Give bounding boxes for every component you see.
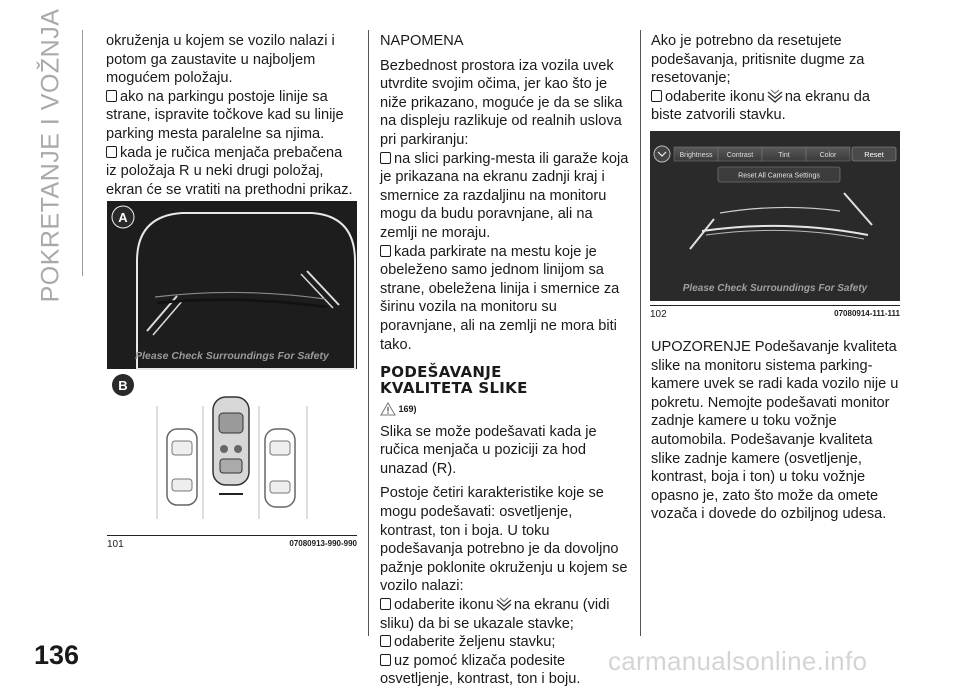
menu-tint: Tint	[778, 152, 789, 159]
paragraph: okruženja u kojem se vozilo nalazi i pot…	[106, 33, 335, 87]
checkbox-bullet-icon	[651, 89, 662, 102]
page-number: 136	[34, 640, 80, 670]
paragraph: Bezbednost prostora iza vozila uvek utvr…	[380, 57, 623, 148]
checkbox-bullet-icon	[106, 89, 117, 102]
list-item: odaberite željenu stavku;	[380, 633, 632, 652]
list-item: ako na parkingu postoje linije sa strane…	[106, 88, 344, 142]
settings-chevron-icon	[496, 597, 512, 611]
paragraph: Postoje četiri karakteristike koje se mo…	[380, 485, 628, 595]
column-3: Ako je potrebno da resetujete podešavanj…	[651, 32, 901, 125]
warning-reference: 169)	[380, 400, 632, 419]
figure-label-a: A	[118, 210, 128, 225]
side-divider	[82, 30, 83, 276]
list-item: kada parkirate na mestu koje je obeležen…	[380, 243, 620, 353]
caption-number: 102	[650, 309, 667, 320]
settings-chevron-icon	[767, 89, 783, 103]
menu-color: Color	[820, 152, 837, 159]
caption-code: 07080914-111-111	[834, 309, 900, 318]
caption-number: 101	[107, 539, 124, 550]
column-2: NAPOMENA Bezbednost prostora iza vozila …	[380, 32, 632, 689]
checkbox-bullet-icon	[106, 145, 117, 158]
checkbox-bullet-icon	[380, 653, 391, 666]
note-heading: NAPOMENA	[380, 33, 464, 49]
checkbox-bullet-icon	[380, 635, 391, 648]
menu-brightness: Brightness	[679, 152, 713, 159]
warning-paragraph: UPOZORENJE Podešavanje kvaliteta slike n…	[651, 339, 899, 523]
figure-102-caption: 102 07080914-111-111	[650, 305, 900, 320]
list-item: kada je ručica menjača prebačena iz polo…	[106, 144, 353, 198]
menu-contrast: Contrast	[727, 152, 754, 159]
figure-label-b: B	[118, 378, 127, 393]
list-item: uz pomoć klizača podesite osvetljenje, k…	[380, 652, 581, 688]
overlay-text: Please Check Surroundings For Safety	[135, 350, 330, 362]
column-divider-1	[368, 30, 369, 636]
warning-block: UPOZORENJE Podešavanje kvaliteta slike n…	[651, 338, 901, 524]
warning-triangle-icon	[380, 402, 396, 416]
reset-all-button: Reset All Camera Settings	[738, 173, 820, 180]
caption-code: 07080913-990-990	[289, 539, 357, 548]
paragraph: Slika se može podešavati kada je ručica …	[380, 423, 597, 477]
overlay-text: Please Check Surroundings For Safety	[683, 283, 868, 294]
figure-101: A Please Check Surroundings For Safety B	[107, 201, 357, 531]
checkbox-bullet-icon	[380, 151, 391, 164]
chapter-side-title: POKRETANJE I VOŽNJA	[36, 8, 65, 302]
camera-illustration: A Please Check Surroundings For Safety B	[107, 201, 357, 519]
camera-settings-screenshot: Brightness Contrast Tint Color Reset Res…	[650, 131, 900, 301]
checkbox-bullet-icon	[380, 244, 391, 257]
list-item: na slici parking-mesta ili garaže koja j…	[380, 150, 629, 241]
watermark: carmanualsonline.info	[608, 646, 868, 676]
column-divider-2	[640, 30, 641, 636]
figure-102: Brightness Contrast Tint Color Reset Res…	[650, 131, 900, 301]
paragraph: Ako je potrebno da resetujete podešavanj…	[651, 33, 865, 87]
figure-101-caption: 101 07080913-990-990	[107, 535, 357, 550]
menu-reset: Reset	[864, 150, 885, 159]
column-1: okruženja u kojem se vozilo nalazi i pot…	[106, 32, 356, 199]
checkbox-bullet-icon	[380, 598, 391, 611]
